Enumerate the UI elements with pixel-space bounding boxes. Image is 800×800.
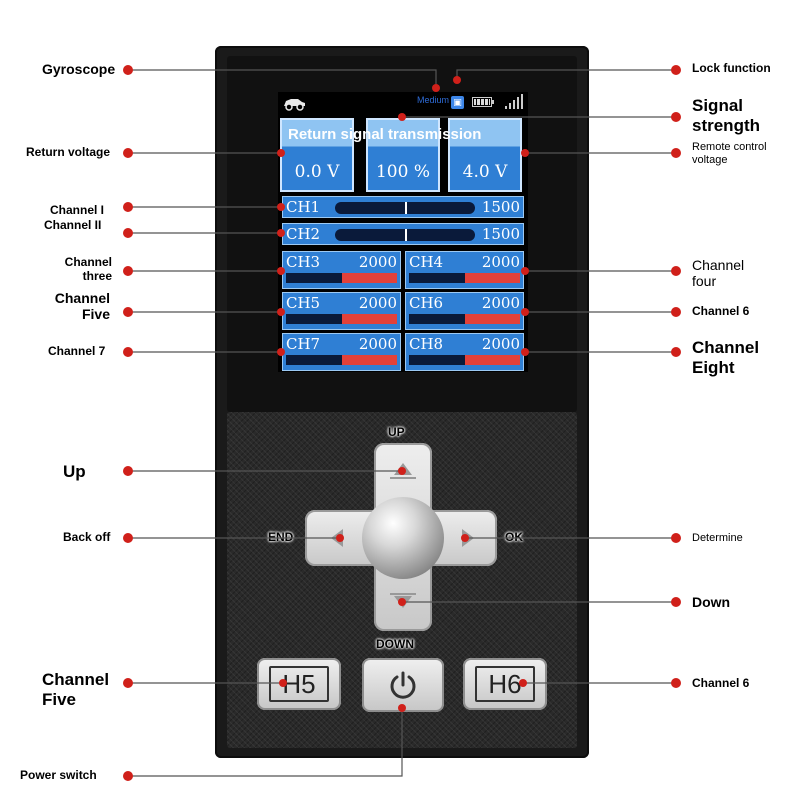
return-voltage-value: 0.0 V <box>294 162 340 182</box>
channel-4-name: CH4 <box>409 253 444 271</box>
overlay-title: Return signal transmission <box>288 126 482 143</box>
key-label-up: UP <box>388 425 405 439</box>
channel-1-value: 1500 <box>481 198 520 216</box>
lcd-screen: Medium ▣ 0.0 V 100 % 4.0 V Return signal… <box>278 92 528 372</box>
car-icon <box>284 99 305 111</box>
remote-voltage-box: 4.0 V <box>448 118 522 192</box>
channel-3-name: CH3 <box>286 253 321 271</box>
channel-4-value: 2000 <box>481 253 520 271</box>
callout-channel-1: Channel I <box>50 203 105 217</box>
channel-2-name: CH2 <box>286 225 321 243</box>
channel-1-name: CH1 <box>286 198 321 216</box>
callout-down: Down <box>692 594 731 610</box>
right-arrow-icon[interactable] <box>462 529 474 547</box>
power-icon <box>390 671 416 699</box>
h6-button-label: H6 <box>475 666 535 702</box>
status-bar: Medium ▣ <box>278 92 528 114</box>
callout-channel-3: Channel three <box>64 255 112 283</box>
callout-remote-voltage: Remote control voltage <box>692 141 767 166</box>
key-label-end: END <box>268 530 294 544</box>
channel-2-bar: CH2 1500 <box>282 223 524 245</box>
channel-4-bar: CH4 2000 <box>405 251 524 289</box>
callout-channel-5: Channel Five <box>54 290 110 323</box>
channel-6-bar: CH6 2000 <box>405 292 524 330</box>
callout-gyroscope: Gyroscope <box>42 61 116 77</box>
callout-signal-strength: Signal strength <box>692 96 760 135</box>
channel-6-value: 2000 <box>481 294 520 312</box>
callout-determine: Determine <box>692 532 743 544</box>
channel-7-name: CH7 <box>286 335 321 353</box>
lock-icon: ▣ <box>451 96 464 109</box>
callout-channel-6: Channel 6 <box>692 304 750 318</box>
callout-up: Up <box>63 462 86 481</box>
remote-voltage-value: 4.0 V <box>462 162 508 182</box>
up-arrow-icon[interactable] <box>394 463 412 475</box>
channel-1-track <box>335 202 475 214</box>
callout-channel-2: Channel II <box>44 218 102 232</box>
channel-3-bar: CH3 2000 <box>282 251 401 289</box>
return-voltage-box: 0.0 V <box>280 118 354 192</box>
callout-channel-five-button: Channel Five <box>42 670 110 709</box>
callout-channel-4: Channel four <box>692 257 745 290</box>
channel-7-value: 2000 <box>358 335 397 353</box>
signal-strength-box: 100 % <box>366 118 440 192</box>
down-arrow-icon[interactable] <box>394 596 412 608</box>
callout-channel-7: Channel 7 <box>48 344 106 358</box>
h5-button-label: H5 <box>269 666 329 702</box>
left-arrow-icon[interactable] <box>331 529 343 547</box>
callout-lock-function: Lock function <box>692 61 771 75</box>
channel-5-value: 2000 <box>358 294 397 312</box>
signal-icon <box>505 94 523 109</box>
channel-3-value: 2000 <box>358 253 397 271</box>
channel-8-bar: CH8 2000 <box>405 333 524 371</box>
channel-6-name: CH6 <box>409 294 444 312</box>
key-label-down: DOWN <box>376 637 414 651</box>
channel-row-3-4: CH3 2000 CH4 2000 <box>282 251 524 289</box>
callout-back-off: Back off <box>63 530 111 544</box>
channel-5-name: CH5 <box>286 294 321 312</box>
channel-row-7-8: CH7 2000 CH8 2000 <box>282 333 524 371</box>
gyro-mode-label: Medium <box>417 95 450 105</box>
h6-button[interactable]: H6 <box>463 658 547 710</box>
dpad-center-knob[interactable] <box>362 497 444 579</box>
channel-8-name: CH8 <box>409 335 444 353</box>
channel-row-5-6: CH5 2000 CH6 2000 <box>282 292 524 330</box>
channel-2-value: 1500 <box>481 225 520 243</box>
channel-2-track <box>335 229 475 241</box>
channel-7-bar: CH7 2000 <box>282 333 401 371</box>
callout-channel-8: Channel Eight <box>692 338 760 377</box>
channel-8-value: 2000 <box>481 335 520 353</box>
signal-strength-value: 100 % <box>375 162 430 182</box>
key-label-ok: OK <box>505 530 523 544</box>
battery-icon <box>472 97 494 107</box>
channel-5-bar: CH5 2000 <box>282 292 401 330</box>
channel-1-bar: CH1 1500 <box>282 196 524 218</box>
callout-power-switch: Power switch <box>20 768 97 782</box>
h5-button[interactable]: H5 <box>257 658 341 710</box>
callout-channel-6-button: Channel 6 <box>692 676 750 690</box>
up-arrow-line <box>390 477 416 479</box>
callout-return-voltage: Return voltage <box>26 145 111 159</box>
down-arrow-line <box>390 593 416 595</box>
power-button[interactable] <box>362 658 444 712</box>
